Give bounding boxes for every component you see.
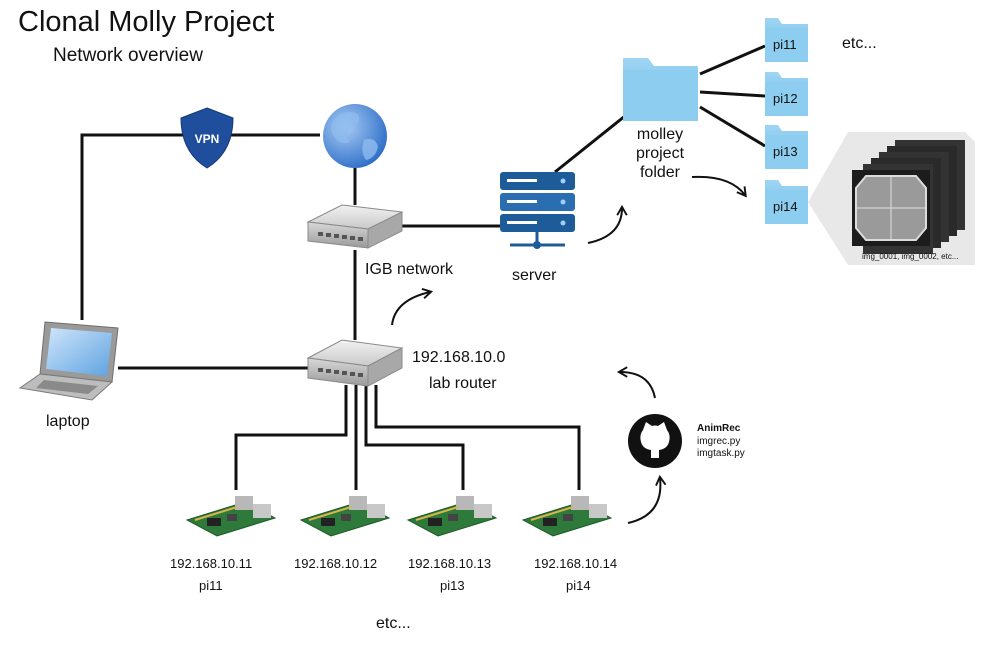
folder-pi12-label: pi12 [773, 91, 798, 106]
pi-boards [185, 496, 613, 537]
folder-pi14-icon [765, 180, 808, 224]
lab-router-label: lab router [429, 375, 497, 392]
folder-pi13-line [699, 105, 766, 148]
raspberry-pi-13-icon [406, 496, 498, 537]
github-to-router-arrow [616, 366, 656, 399]
pi12-ip-label: 192.168.10.12 [294, 556, 378, 571]
laptop-label: laptop [46, 413, 90, 430]
etc-pis-label: etc... [376, 615, 411, 632]
github-file-2: imgtask.py [697, 448, 745, 459]
internet-globe-icon [323, 104, 387, 168]
page-subtitle: Network overview [53, 45, 203, 66]
flow-arrows [391, 175, 747, 524]
laptop-icon [18, 321, 119, 401]
github-icon [628, 414, 682, 468]
folder-pi11-line [699, 44, 766, 76]
folder-pi14-label: pi14 [773, 199, 798, 214]
laptop-vpn-line [80, 133, 185, 320]
folder-label-line-1: molley [636, 126, 684, 143]
pi13-ip-label: 192.168.10.13 [408, 556, 492, 571]
lab-router-ip-label: 192.168.10.0 [412, 349, 506, 366]
igb-network-switch-icon [306, 204, 404, 249]
folder-pi12-line [699, 90, 766, 98]
page-title: Clonal Molly Project [18, 6, 275, 38]
router-pi11-line [234, 385, 348, 490]
folder-to-pi14-arrow [691, 175, 747, 198]
pi14-to-github-arrow [627, 474, 667, 524]
images-caption: img_0001, img_0002, etc... [862, 252, 959, 261]
pi11-ip-label: 192.168.10.11 [170, 556, 253, 571]
connection-lines [80, 44, 766, 490]
image-stack-frames [852, 140, 965, 254]
server-label: server [512, 267, 557, 284]
igb-network-label: IGB network [365, 261, 454, 278]
github-repo-label: AnimRec [697, 423, 741, 434]
raspberry-pi-11-icon [185, 496, 277, 537]
router-to-igb-arrow [391, 288, 434, 326]
project-folder-icon [623, 58, 698, 121]
pi13-name-label: pi13 [440, 578, 465, 593]
router-pi14-line [374, 385, 581, 490]
folder-label-line-2: project [635, 145, 685, 162]
etc-folders-label: etc... [842, 35, 877, 52]
pi14-name-label: pi14 [566, 578, 591, 593]
raspberry-pi-12-icon [299, 496, 391, 537]
pi11-name-label: pi11 [199, 578, 223, 593]
server-folder-line [554, 106, 636, 174]
vpn-shield-icon: VPN [180, 107, 234, 169]
project-folder-label: molley project folder [628, 125, 692, 182]
image-stack-preview [808, 132, 975, 265]
folder-pi13-label: pi13 [773, 144, 798, 159]
folder-label-line-3: folder [639, 164, 681, 181]
folder-pi12-icon [765, 72, 808, 116]
folder-pi13-icon [765, 125, 808, 169]
server-to-folder-arrow [587, 204, 628, 244]
server-icon [500, 172, 575, 249]
router-pi13-line [364, 385, 465, 490]
pi14-ip-label: 192.168.10.14 [534, 556, 618, 571]
raspberry-pi-14-icon [521, 496, 613, 537]
lab-router-switch-icon [306, 339, 404, 387]
folder-pi11-label: pi11 [773, 37, 797, 52]
folder-pi11-icon [765, 18, 808, 62]
vpn-label: VPN [195, 132, 220, 146]
github-file-1: imgrec.py [697, 436, 741, 447]
pi-folders [765, 18, 808, 224]
